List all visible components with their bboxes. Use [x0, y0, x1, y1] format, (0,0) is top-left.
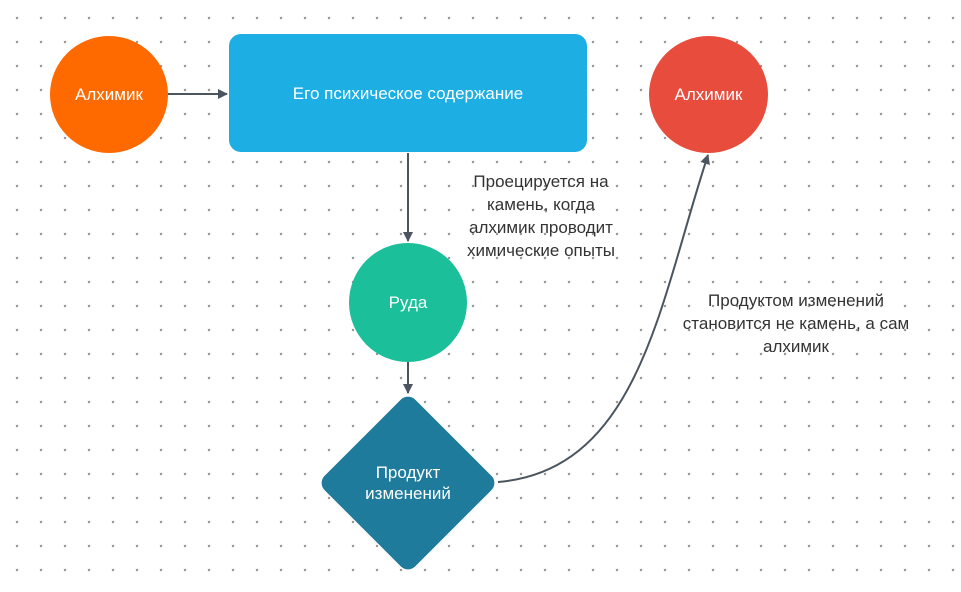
annotation-product-becomes: Продуктом изменений становится не камень… [682, 291, 910, 356]
node-ore-label: Руда [388, 293, 428, 312]
node-alchemist-right[interactable]: Алхимик [649, 36, 768, 153]
annotation-projects: Проецируется на камень, когда алхимик пр… [467, 172, 615, 260]
node-alchemist-left[interactable]: Алхимик [50, 36, 168, 153]
edge-product-to-alchemist [497, 154, 710, 483]
node-psychic-content-label: Его психическое содержание [292, 83, 524, 103]
node-product-of-changes[interactable]: Продукт изменений [317, 392, 499, 574]
node-product-of-changes-label: Продукт изменений [365, 463, 451, 503]
node-alchemist-left-label: Алхимик [75, 85, 143, 104]
node-ore[interactable]: Руда [349, 243, 467, 362]
node-alchemist-right-label: Алхимик [674, 85, 743, 104]
node-psychic-content[interactable]: Его психическое содержание [229, 34, 587, 152]
